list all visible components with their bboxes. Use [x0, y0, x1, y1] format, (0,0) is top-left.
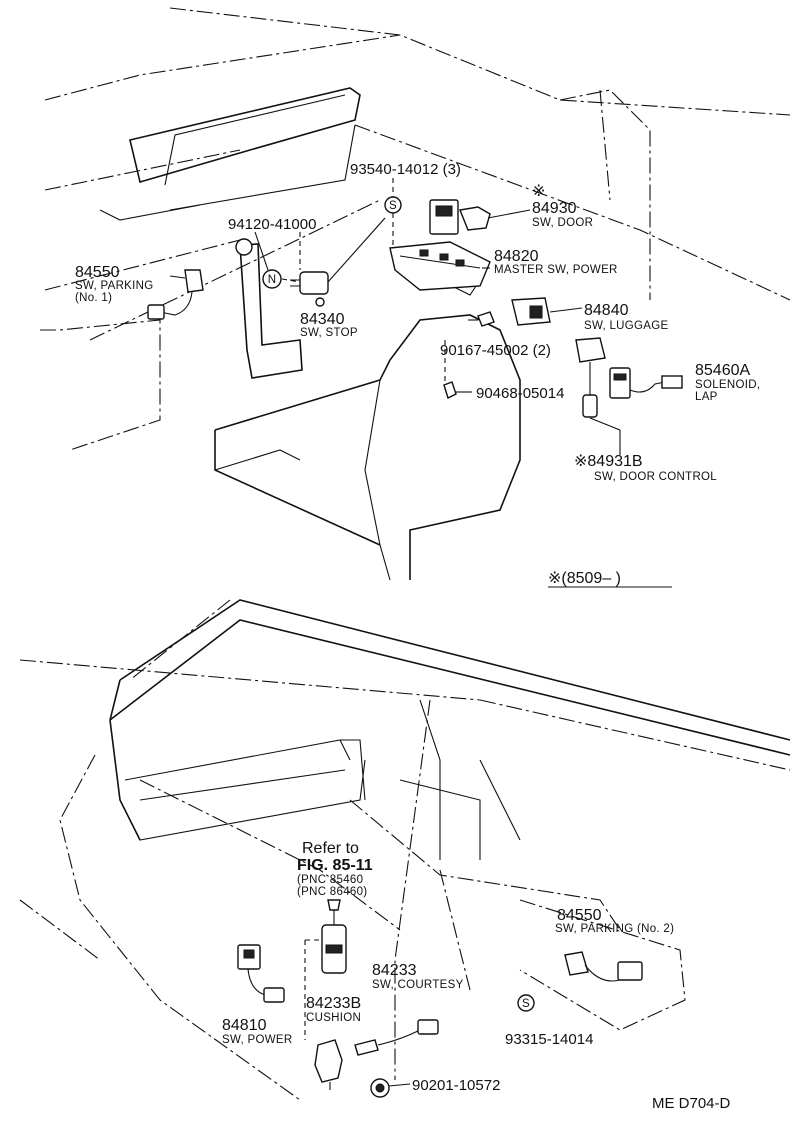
desc-84840: SW, LUGGAGE — [584, 320, 668, 332]
label-85460a: 85460A — [695, 362, 750, 379]
desc-84233: SW, COURTESY — [372, 979, 464, 991]
desc-84930: SW, DOOR — [532, 217, 593, 229]
serial-note: ※(8509– ) — [548, 570, 621, 587]
part-84930-door-switch — [429, 199, 531, 235]
label-84340: 84340 — [300, 311, 345, 328]
desc-84931b: SW, DOOR CONTROL — [594, 471, 717, 483]
nut-symbol: N — [268, 274, 277, 286]
desc-84810: SW, POWER — [222, 1034, 292, 1046]
label-93315: 93315-14014 — [505, 1031, 593, 1048]
desc-84820: MASTER SW, POWER — [494, 264, 618, 276]
part-84233b-cushion — [314, 1039, 343, 1090]
desc-85460a-1: SOLENOID, — [695, 379, 760, 391]
lower-fasteners: S — [370, 994, 535, 1098]
label-84810: 84810 — [222, 1017, 267, 1034]
lower-labels: Refer to FIG. 85-11 (PNC 85460 (PNC 8646… — [222, 840, 674, 1094]
desc-84550-no1-sub: (No. 1) — [75, 292, 112, 304]
part-84550-parking-switch-no2 — [564, 951, 643, 982]
label-93540: 93540-14012 (3) — [350, 161, 461, 178]
label-84820: 84820 — [494, 248, 539, 265]
refer-to-line4: (PNC 86460) — [297, 886, 367, 898]
label-84931b: ※84931B — [574, 453, 643, 470]
part-courtesy-pigtail — [354, 1019, 439, 1056]
label-84550-no1: 84550 — [75, 264, 120, 281]
label-90201: 90201-10572 — [412, 1077, 500, 1094]
lower-view-outline — [19, 599, 791, 1101]
label-84233: 84233 — [372, 962, 417, 979]
part-84931b-door-control-switch — [575, 337, 621, 455]
label-94120: 94120-41000 — [228, 216, 316, 233]
desc-84550-no2: SW, PARKING (No. 2) — [555, 923, 674, 935]
part-84820-master-switch — [389, 241, 491, 291]
label-90468: 90468-05014 — [476, 385, 564, 402]
figure-code: ME D704-D — [652, 1095, 731, 1112]
desc-84550-no1: SW, PARKING — [75, 280, 154, 292]
part-84340-stop-switch: N — [254, 217, 386, 307]
label-90167: 90167-45002 (2) — [440, 342, 551, 359]
part-84233-courtesy-switch — [304, 899, 347, 1040]
desc-84233b: CUSHION — [306, 1012, 361, 1024]
mark-84930: ※ — [532, 183, 545, 200]
label-84840: 84840 — [584, 302, 629, 319]
refer-to-line2: FIG. 85-11 — [297, 857, 373, 874]
part-84840-luggage-switch — [511, 297, 583, 326]
screw-symbol-lower: S — [522, 998, 530, 1010]
part-85460a-solenoid — [609, 367, 683, 399]
desc-85460a-2: LAP — [695, 391, 718, 403]
refer-to-line3: (PNC 85460 — [297, 874, 363, 886]
label-84233b: 84233B — [306, 995, 361, 1012]
label-84550-no2: 84550 — [557, 907, 602, 924]
desc-84340: SW, STOP — [300, 327, 358, 339]
screw-symbol: S — [389, 200, 397, 212]
refer-to-line1: Refer to — [302, 840, 359, 857]
part-84550-parking-switch-no1 — [147, 269, 204, 320]
label-84930: 84930 — [532, 200, 577, 217]
upper-fasteners: S — [384, 178, 495, 399]
upper-view-outline — [40, 7, 791, 581]
upper-labels: 93540-14012 (3) ※ 84930 SW, DOOR 94120-4… — [75, 161, 760, 587]
part-84810-power-switch — [237, 944, 285, 1003]
